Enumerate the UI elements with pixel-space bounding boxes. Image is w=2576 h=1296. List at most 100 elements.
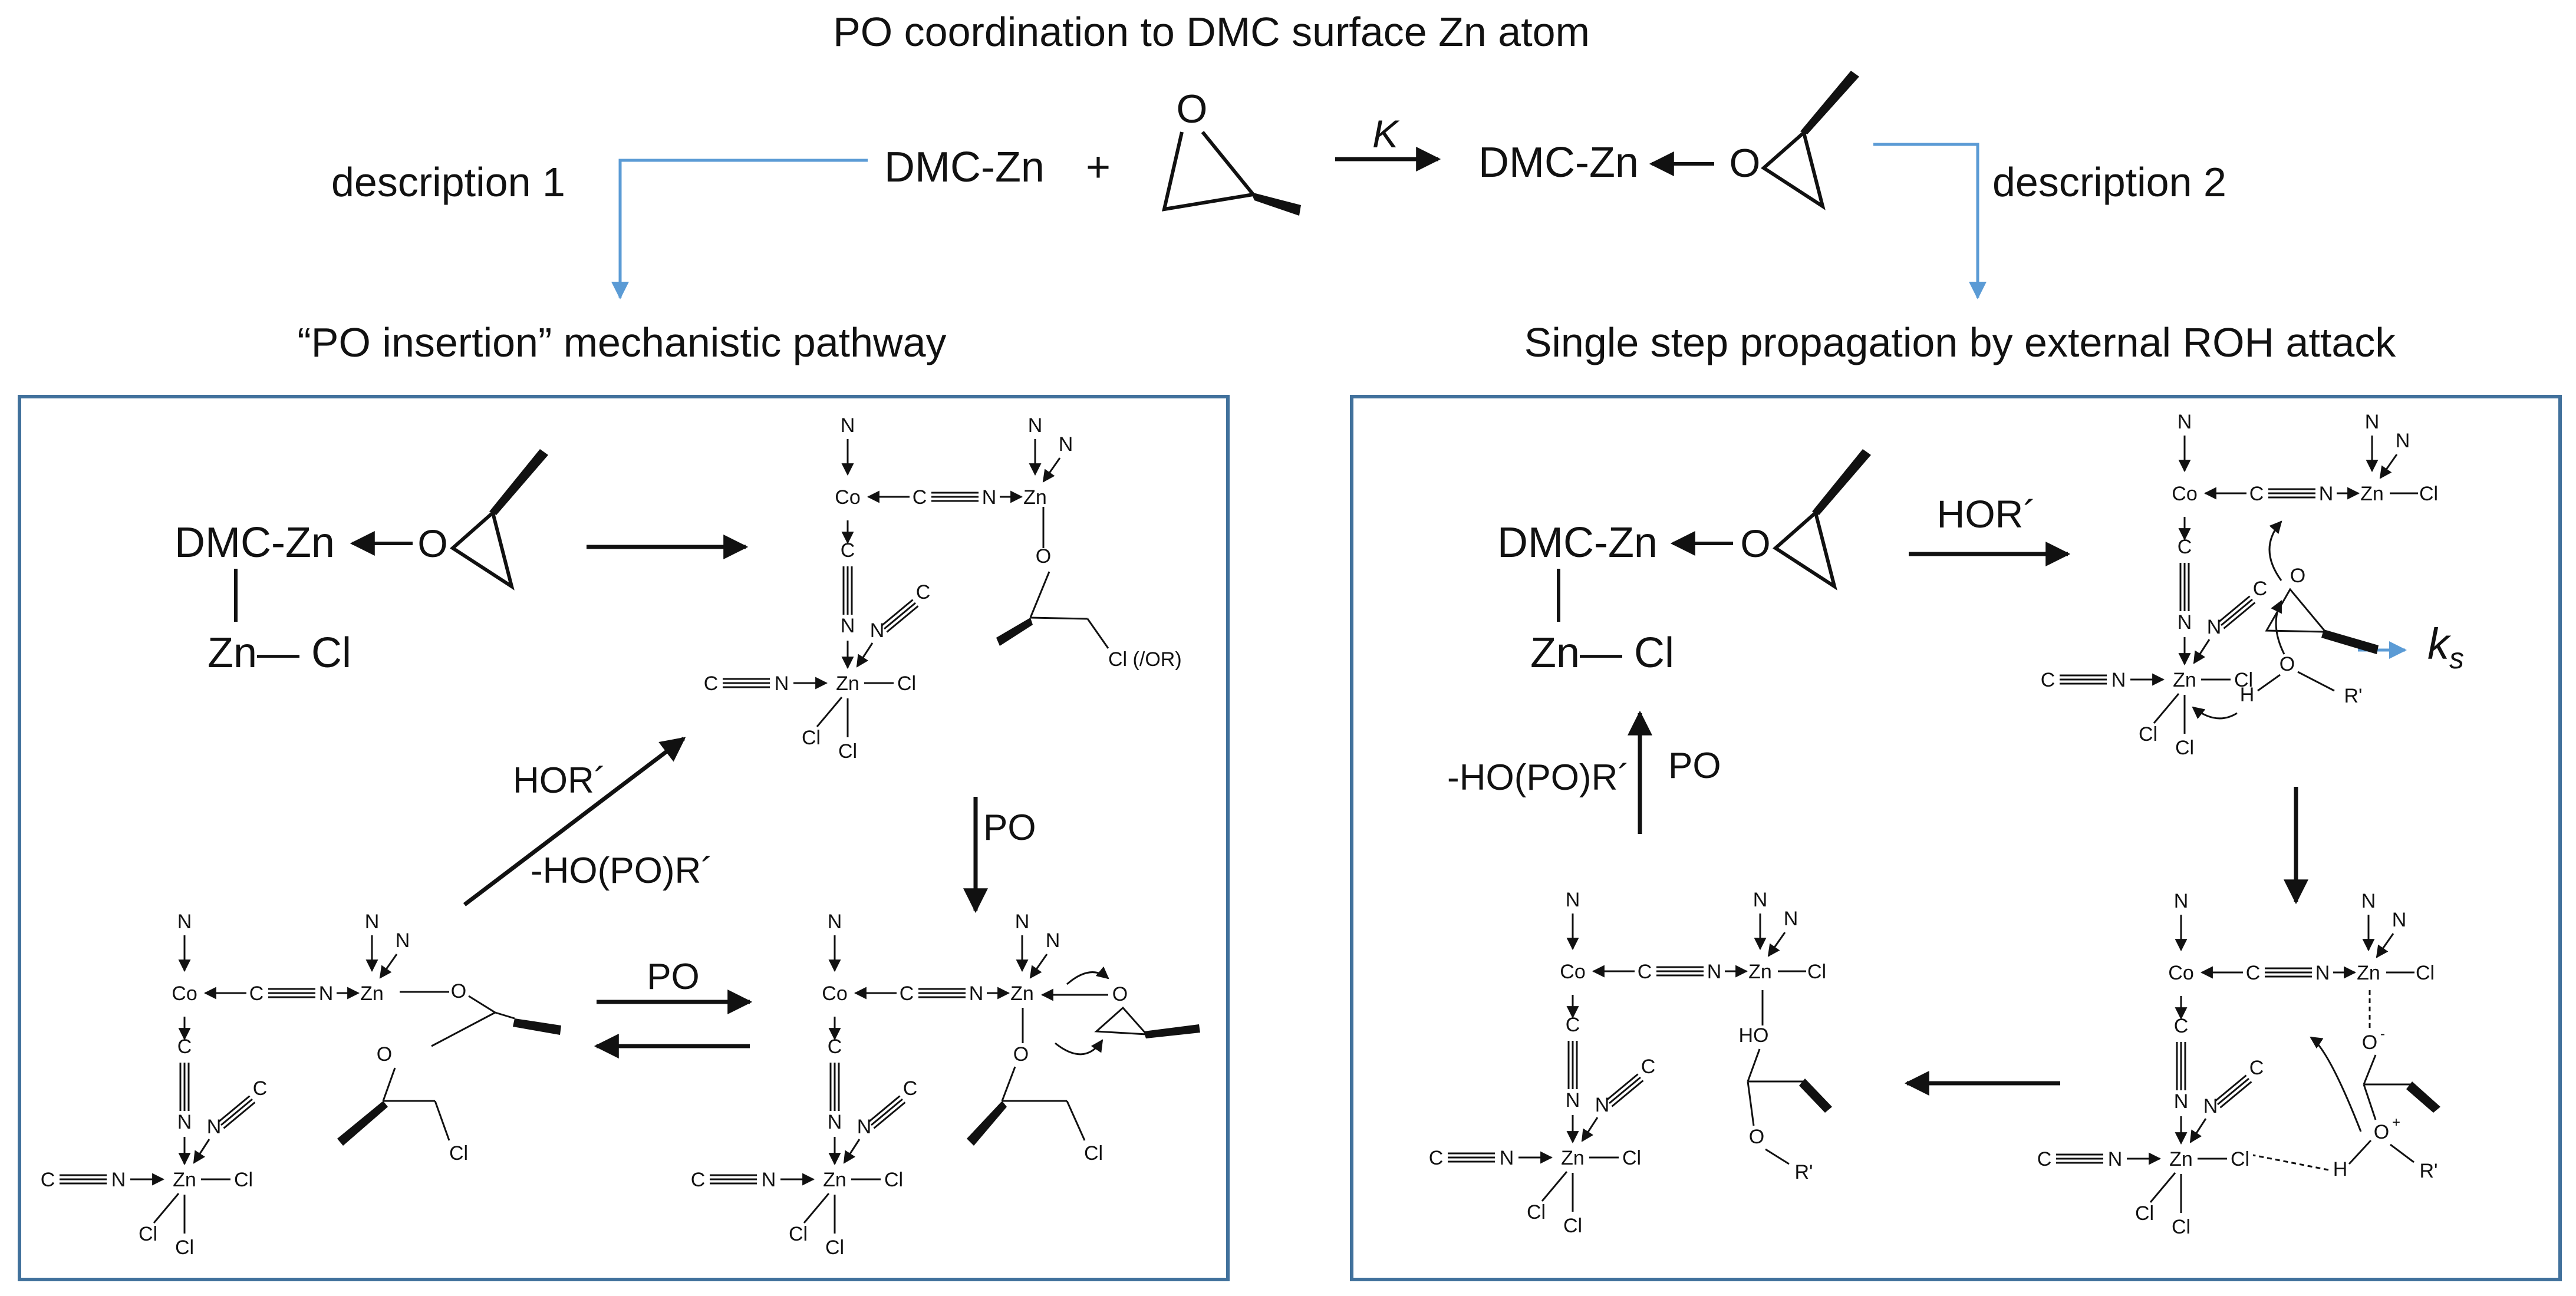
atom-cl: Cl <box>2419 483 2438 505</box>
atom-n: N <box>1566 889 1580 911</box>
atom-co: Co <box>2172 483 2197 505</box>
atom-n: N <box>177 1111 192 1133</box>
atom-c: C <box>253 1077 268 1100</box>
atom-c: C <box>2041 669 2055 691</box>
atom-zn: Zn <box>2357 962 2380 984</box>
cluster-top-alkoxide: O Cl (/OR) <box>996 507 1182 671</box>
plus-sign: + <box>1086 144 1111 191</box>
left-hor-label: HOR´ <box>513 760 606 801</box>
atom-cl: Cl <box>175 1236 194 1259</box>
atom-cl: Cl <box>1807 961 1826 983</box>
reactant-dmc-zn: DMC-Zn <box>884 144 1045 191</box>
atom-n: N <box>319 982 334 1005</box>
atom-n: N <box>1784 908 1798 930</box>
atom-zn: Zn <box>1023 486 1047 509</box>
atom-c: C <box>916 581 931 604</box>
atom-c: C <box>841 539 855 562</box>
cl-or-label: Cl (/OR) <box>1108 648 1182 671</box>
right-hor-label: HOR´ <box>1937 492 2037 536</box>
svg-text:O: O <box>377 1043 392 1066</box>
left-epoxide-oxygen: O <box>417 522 447 565</box>
atom-zn: Zn <box>1010 982 1034 1005</box>
left-panel: DMC-Zn O Zn— Cl HOR´ -HO(PO)R´ PO PO NCo… <box>41 414 1200 1259</box>
epoxide-oxygen: O <box>1730 141 1761 186</box>
cluster-rbl-chain: HO O R' <box>1739 990 1832 1183</box>
atom-n: N <box>2203 1095 2218 1117</box>
atom-c: C <box>2037 1148 2052 1170</box>
atom-co: Co <box>835 486 860 509</box>
epoxide-coordinated: O <box>1730 71 1859 210</box>
atom-c: C <box>828 1036 842 1058</box>
description-1-label: description 1 <box>331 159 565 205</box>
atom-n: N <box>1595 1094 1610 1116</box>
atom-n: N <box>365 911 380 933</box>
epoxide-methyl-wedge <box>1800 71 1859 134</box>
atom-n: N <box>2207 616 2222 638</box>
atom-n: N <box>841 615 855 637</box>
atom-n: N <box>1707 961 1722 983</box>
atom-n: N <box>969 982 984 1005</box>
epoxide-methyl-wedge <box>1251 192 1301 216</box>
left-zn-cl: Zn— Cl <box>207 629 351 677</box>
atom-cl: Cl <box>1622 1147 1641 1169</box>
left-epoxide-ring <box>450 509 515 591</box>
svg-text:O: O <box>1749 1126 1764 1148</box>
atom-cl: Cl <box>2231 1148 2249 1170</box>
atom-c: C <box>704 672 719 695</box>
right-dmc-zn: DMC-Zn <box>1497 519 1658 566</box>
right-panel-frame <box>1350 395 2562 1281</box>
product-dmc-zn: DMC-Zn <box>1478 139 1639 186</box>
left-minus-label: -HO(PO)R´ <box>531 850 713 891</box>
svg-text:H: H <box>2333 1158 2348 1180</box>
description-1-arrow <box>611 159 868 299</box>
atom-cl: Cl <box>2135 1202 2154 1225</box>
atom-n: N <box>2315 962 2330 984</box>
atom-n: N <box>2108 1148 2123 1170</box>
atom-n: N <box>2361 890 2376 912</box>
left-panel-frame <box>18 395 1230 1281</box>
atom-n: N <box>396 929 410 952</box>
atom-n: N <box>1500 1147 1514 1169</box>
atom-n: N <box>207 1116 222 1138</box>
right-pathway-heading: Single step propagation by external ROH … <box>1524 319 2397 365</box>
svg-text:O: O <box>2374 1121 2389 1143</box>
atom-n: N <box>775 672 789 695</box>
atom-cl: Cl <box>2416 962 2435 984</box>
left-po-down-label: PO <box>983 807 1036 848</box>
svg-text:R': R' <box>2419 1160 2437 1182</box>
atom-c: C <box>2246 962 2261 984</box>
atom-c: C <box>913 486 927 509</box>
svg-text:O: O <box>2362 1031 2377 1054</box>
cluster-bl-chain: O O Cl <box>337 980 561 1165</box>
atom-cl: Cl <box>1563 1215 1582 1237</box>
atom-n: N <box>1566 1089 1580 1112</box>
atom-n: N <box>2365 411 2380 433</box>
cluster-rt-attack: O O H R' <box>2192 520 2379 720</box>
svg-text:-: - <box>2380 1026 2385 1042</box>
atom-cl: Cl <box>2172 1216 2190 1238</box>
description-2-label: description 2 <box>1992 159 2226 205</box>
atom-n: N <box>177 911 192 933</box>
atom-zn: Zn <box>2360 483 2384 505</box>
atom-c: C <box>1566 1014 1580 1036</box>
atom-cl: Cl <box>2234 669 2253 691</box>
atom-cl: Cl <box>2175 737 2194 759</box>
atom-zn: Zn <box>1748 961 1772 983</box>
atom-cl: Cl <box>1527 1201 1546 1224</box>
diagram-title: PO coordination to DMC surface Zn atom <box>833 9 1590 55</box>
svg-text:+: + <box>2392 1114 2400 1130</box>
epoxide-reactant: O <box>1162 87 1301 216</box>
atom-cl: Cl <box>802 727 821 749</box>
atom-n: N <box>2319 483 2334 505</box>
atom-zn: Zn <box>2169 1148 2193 1170</box>
atom-n: N <box>870 619 885 642</box>
atom-n: N <box>2178 611 2192 634</box>
atom-n: N <box>1028 414 1043 437</box>
atom-zn: Zn <box>2173 669 2196 691</box>
right-po-up-label: PO <box>1668 746 1721 786</box>
atom-c: C <box>2249 483 2264 505</box>
atom-n: N <box>111 1169 126 1191</box>
left-epoxide-wedge <box>489 449 548 515</box>
